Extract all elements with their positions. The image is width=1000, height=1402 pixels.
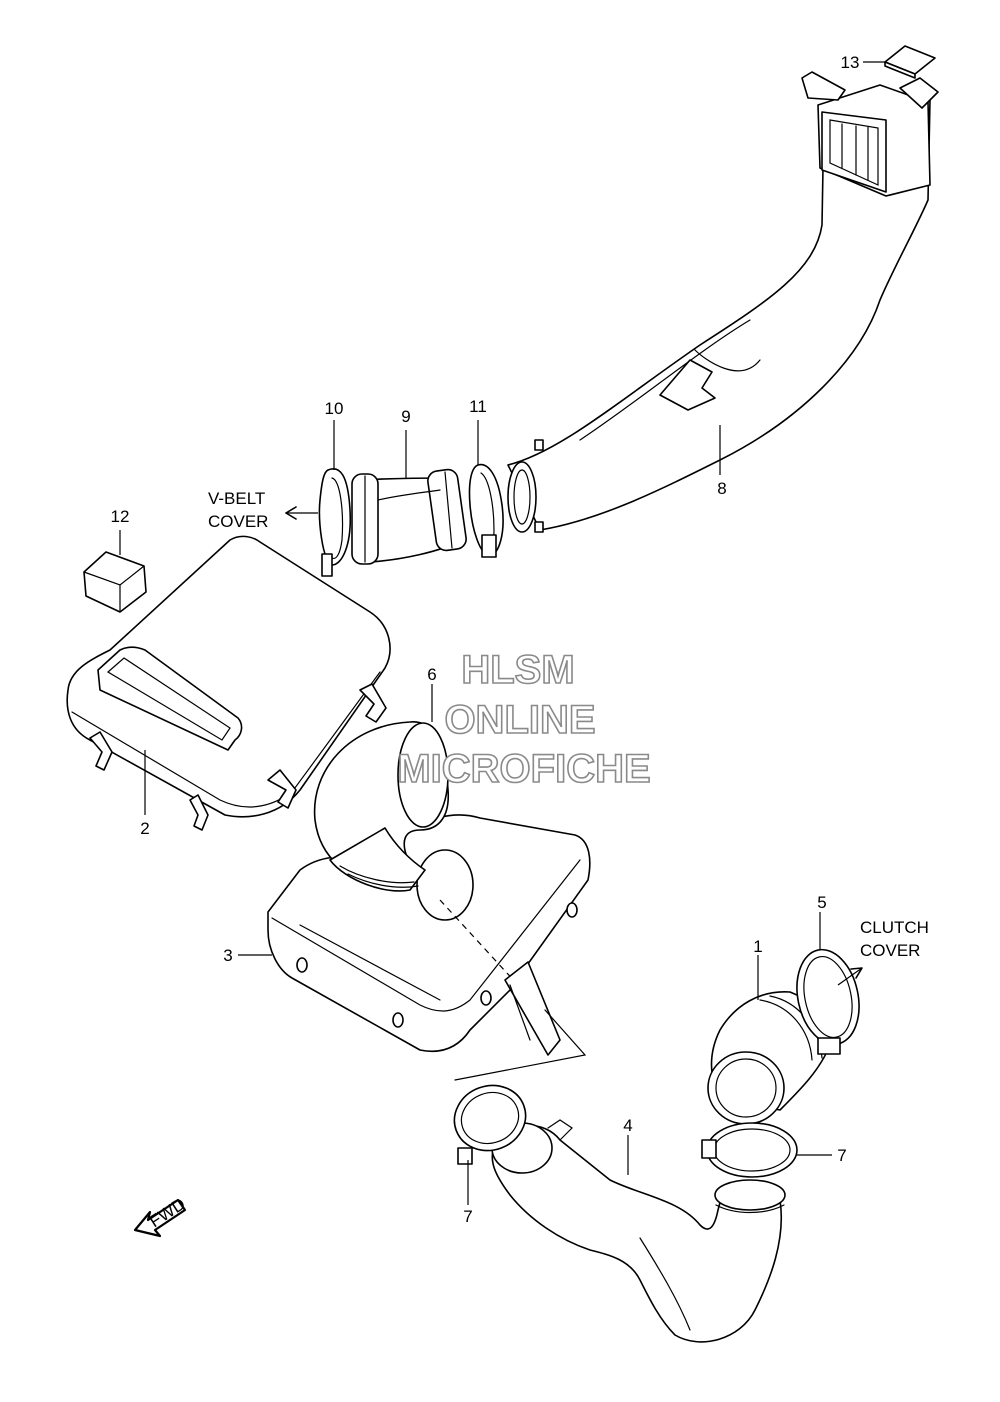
leader-lines — [119, 61, 885, 1205]
watermark: HLSM ONLINE MICROFICHE — [397, 647, 652, 792]
clutch-cover-line-1: CLUTCH — [860, 918, 929, 937]
notes: V-BELT COVER CLUTCH COVER — [208, 489, 929, 960]
part-4-lower-duct — [491, 1119, 786, 1343]
part-2-cleaner-lid — [66, 535, 391, 831]
part-1-elbow — [707, 991, 831, 1125]
clutch-cover-line-2: COVER — [860, 941, 920, 960]
callout-12: 12 — [111, 507, 130, 526]
watermark-line-3: MICROFICHE — [397, 747, 650, 791]
part-9-hose — [351, 468, 467, 565]
callout-8: 8 — [717, 479, 726, 498]
part-3-cleaner-case — [267, 814, 591, 1081]
part-7-clamp-right — [701, 1122, 798, 1178]
callouts: 1 2 3 4 5 6 7 7 8 9 10 11 12 13 — [111, 53, 860, 1226]
callout-9: 9 — [401, 407, 410, 426]
callout-10: 10 — [325, 399, 344, 418]
part-12-block — [83, 551, 147, 613]
part-7-clamp-left — [453, 1084, 527, 1165]
callout-13: 13 — [841, 53, 860, 72]
fwd-label: FWD — [146, 1194, 189, 1231]
part-10-clamp — [318, 468, 352, 577]
part-5-clamp — [796, 948, 860, 1055]
part-6-elbow — [313, 721, 449, 892]
vbelt-cover-line-2: COVER — [208, 512, 268, 531]
callout-11: 11 — [469, 397, 487, 416]
callout-7-left: 7 — [463, 1207, 472, 1226]
callout-2: 2 — [140, 819, 149, 838]
watermark-line-1: HLSM — [461, 648, 574, 692]
callout-1: 1 — [753, 937, 762, 956]
watermark-line-2: ONLINE — [444, 698, 595, 742]
vbelt-cover-line-1: V-BELT — [208, 489, 265, 508]
fwd-arrow: FWD — [133, 1194, 189, 1238]
callout-6: 6 — [427, 665, 436, 684]
clutch-arrow — [837, 967, 863, 986]
part-8-intake-duct — [507, 71, 939, 533]
callout-3: 3 — [223, 946, 232, 965]
part-13-pad — [884, 45, 936, 79]
callout-7-right: 7 — [837, 1146, 846, 1165]
vbelt-arrow — [285, 506, 318, 520]
part-11-clamp — [468, 463, 504, 558]
callout-5: 5 — [817, 893, 826, 912]
callout-4: 4 — [623, 1116, 632, 1135]
